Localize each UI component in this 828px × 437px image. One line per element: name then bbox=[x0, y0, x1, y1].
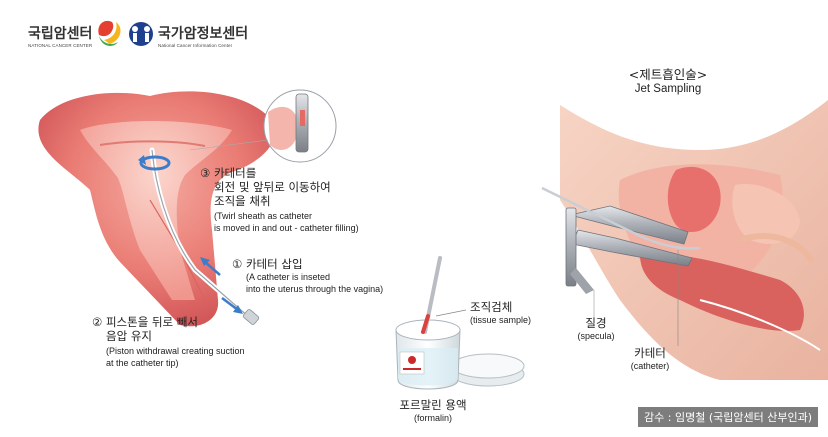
nci-logo-mark bbox=[129, 22, 153, 46]
step-2-label: ② 피스톤을 뒤로 빼서 음압 유지 (Piston withdrawal cr… bbox=[92, 315, 245, 369]
twirl-arrow bbox=[138, 155, 171, 171]
catheter-ko: 카테터 bbox=[634, 346, 666, 360]
step-3-line-1: ③ 카테터를 bbox=[200, 166, 257, 180]
jet-title-ko: <제트흡인술> bbox=[628, 67, 708, 82]
step-1-en-1: (A catheter is inseted bbox=[246, 272, 331, 282]
step-3-label: ③ 카테터를 회전 및 앞뒤로 이동하여 조직을 채취 (Twirl sheat… bbox=[200, 166, 359, 234]
movement-arrows bbox=[200, 257, 243, 314]
step-2-number: ② bbox=[92, 315, 103, 329]
formalin-jar bbox=[395, 256, 525, 390]
jet-title: <제트흡인술> Jet Sampling bbox=[618, 64, 718, 95]
magnified-tip-detail bbox=[189, 89, 337, 163]
step-2-en-1: (Piston withdrawal creating suction bbox=[106, 346, 245, 356]
formalin-en: (formalin) bbox=[413, 413, 452, 423]
catheter-label: 카테터 (catheter) bbox=[620, 346, 680, 372]
tissue-sample-en: (tissue sample) bbox=[470, 315, 532, 325]
step-3-en-2: is moved in and out - catheter filling) bbox=[214, 223, 359, 233]
supervision-credit: 감수 : 임명철 (국립암센터 산부인과) bbox=[638, 407, 818, 427]
catheter-right bbox=[541, 186, 701, 346]
specula-ko: 질경 bbox=[585, 316, 607, 330]
specula-label: 질경 (specula) bbox=[568, 316, 624, 342]
catheter-left bbox=[149, 147, 260, 325]
ncc-logo-name: 국립암센터 bbox=[28, 26, 93, 42]
step-1-en-2: into the uterus through the vagina) bbox=[246, 284, 384, 294]
specula-en: (specula) bbox=[577, 331, 615, 341]
ncc-logo-subtitle: NATIONAL CANCER CENTER bbox=[28, 43, 93, 48]
tissue-sample-label: 조직검체 (tissue sample) bbox=[470, 300, 531, 326]
catheter-en: (catheter) bbox=[630, 361, 670, 371]
formalin-label: 포르말린 용액 (formalin) bbox=[388, 398, 478, 424]
step-2-line-2: 음압 유지 bbox=[106, 329, 152, 343]
step-3-line-3: 조직을 채취 bbox=[214, 194, 271, 208]
step-2-line-1: ② 피스톤을 뒤로 빼서 bbox=[92, 315, 198, 329]
formalin-ko: 포르말린 용액 bbox=[399, 398, 467, 412]
jet-title-en: Jet Sampling bbox=[634, 83, 702, 95]
step-3-number: ③ bbox=[200, 166, 211, 180]
uterus-cross-section bbox=[38, 91, 275, 327]
step-1-label: ① 카테터 삽입 (A catheter is inseted into the… bbox=[232, 257, 383, 295]
step-2-en-2: at the catheter tip) bbox=[106, 358, 179, 368]
nci-logo-name: 국가암정보센터 bbox=[158, 26, 249, 42]
step-1-line-1: ① 카테터 삽입 bbox=[232, 257, 303, 271]
step-3-line-2: 회전 및 앞뒤로 이동하여 bbox=[214, 180, 331, 194]
nci-logo-subtitle: National Cancer Information Center bbox=[158, 43, 233, 48]
step-3-en-1: (Twirl sheath as catheter bbox=[214, 211, 313, 221]
tissue-sample-ko: 조직검체 bbox=[470, 300, 513, 314]
ncc-logo-mark bbox=[98, 20, 121, 46]
step-1-number: ① bbox=[232, 257, 243, 271]
